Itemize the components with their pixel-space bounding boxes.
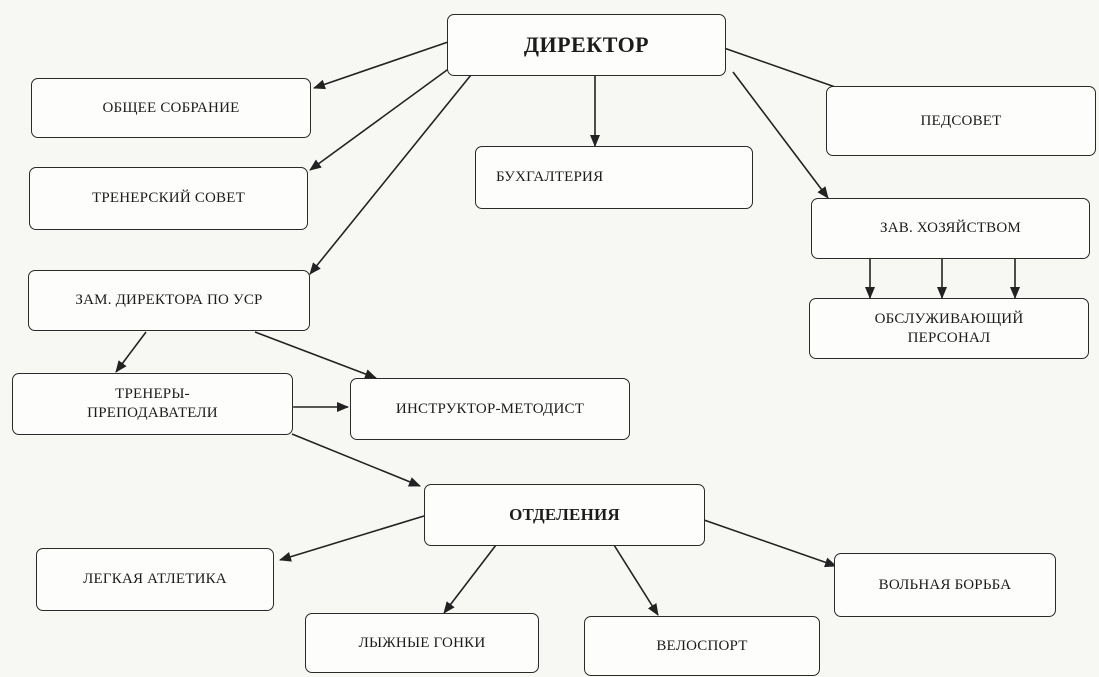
- node-general-meeting: ОБЩЕЕ СОБРАНИЕ: [31, 78, 311, 138]
- arrow-deputy-to-instructor: [254, 331, 377, 379]
- node-ski-racing: ЛЫЖНЫЕ ГОНКИ: [305, 613, 539, 673]
- node-accounting: БУХГАЛТЕРИЯ: [475, 146, 753, 209]
- arrow-coaches-to-departments: [291, 433, 421, 487]
- node-athletics: ЛЕГКАЯ АТЛЕТИКА: [36, 548, 274, 611]
- arrow-departments-to-cycling: [613, 544, 659, 616]
- node-cycling: ВЕЛОСПОРТ: [584, 616, 820, 676]
- arrow-director-to-deputy-director: [309, 69, 476, 275]
- arrow-director-to-coaching-council: [309, 61, 459, 171]
- arrow-departments-to-athletics: [279, 515, 425, 562]
- node-instructor-methodist: ИНСТРУКТОР-МЕТОДИСТ: [350, 378, 630, 440]
- arrow-deputy-to-coaches: [115, 331, 147, 373]
- node-departments: ОТДЕЛЕНИЯ: [424, 484, 705, 546]
- node-coaching-council: ТРЕНЕРСКИЙ СОВЕТ: [29, 167, 308, 230]
- node-deputy-director: ЗАМ. ДИРЕКТОРА ПО УСР: [28, 270, 310, 331]
- arrow-director-to-general-meeting: [313, 41, 449, 90]
- arrow-departments-to-ski-racing: [443, 544, 497, 614]
- node-pedagogical-council: ПЕДСОВЕТ: [826, 86, 1096, 156]
- arrow-director-to-supply-manager: [732, 71, 829, 199]
- node-service-staff: ОБСЛУЖИВАЮЩИЙ ПЕРСОНАЛ: [809, 298, 1089, 359]
- arrow-departments-to-wrestling: [703, 519, 837, 568]
- node-freestyle-wrestling: ВОЛЬНАЯ БОРЬБА: [834, 553, 1056, 617]
- node-director: ДИРЕКТОР: [447, 14, 726, 76]
- node-coaches-teachers: ТРЕНЕРЫ- ПРЕПОДАВАТЕЛИ: [12, 373, 293, 435]
- node-supply-manager: ЗАВ. ХОЗЯЙСТВОМ: [811, 198, 1090, 259]
